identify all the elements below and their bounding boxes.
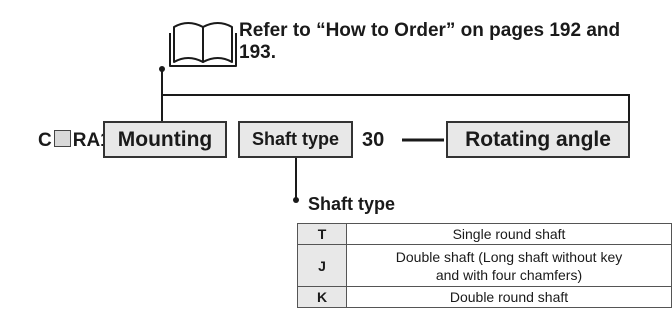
shaft-code: T [297, 223, 347, 245]
shaft-type-table: T Single round shaft J Double shaft (Lon… [297, 223, 672, 308]
mounting-field: Mounting [103, 121, 227, 158]
shaft-type-field: Shaft type [238, 121, 353, 158]
size-code: 30 [362, 129, 385, 151]
table-row: J Double shaft (Long shaft without key a… [297, 244, 672, 287]
book-icon [169, 22, 237, 67]
model-prefix-start: C [38, 130, 52, 151]
rotating-angle-field: Rotating angle [446, 121, 630, 158]
shaft-description: Single round shaft [346, 223, 672, 245]
table-row: T Single round shaft [297, 223, 672, 245]
model-prefix: C RA1 [38, 130, 111, 152]
shaft-type-title: Shaft type [308, 194, 396, 214]
shaft-description: Double shaft (Long shaft without key and… [346, 244, 672, 287]
shaft-code: J [297, 244, 347, 287]
shaft-code: K [297, 286, 347, 308]
order-reference-note: Refer to “How to Order” on pages 192 and… [239, 20, 621, 63]
blank-box [53, 130, 71, 147]
model-prefix-end: RA1 [72, 130, 111, 151]
shaft-description: Double round shaft [346, 286, 672, 308]
table-row: K Double round shaft [297, 286, 672, 308]
